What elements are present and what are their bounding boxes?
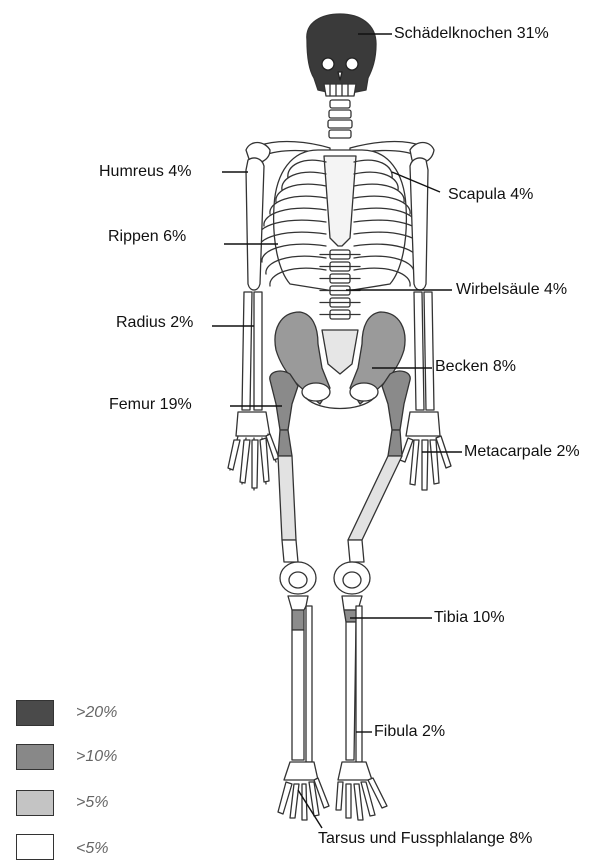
label-becken: Becken 8% bbox=[435, 358, 516, 376]
right-forearm bbox=[414, 292, 434, 410]
left-foot bbox=[278, 762, 329, 820]
right-foot bbox=[336, 762, 387, 820]
legend-swatch-20 bbox=[16, 700, 54, 726]
legend-swatch-5 bbox=[16, 790, 54, 816]
label-scapula: Scapula 4% bbox=[448, 186, 533, 204]
legend-text-10: >10% bbox=[76, 748, 117, 766]
left-hand bbox=[228, 412, 279, 490]
label-wirbelsaeule: Wirbelsäule 4% bbox=[456, 281, 567, 299]
legend-text-lt5: <5% bbox=[76, 840, 108, 858]
knee-caps bbox=[280, 562, 370, 594]
label-femur: Femur 19% bbox=[109, 396, 192, 414]
label-metacarpale: Metacarpale 2% bbox=[464, 443, 580, 461]
left-lower-leg bbox=[288, 596, 312, 762]
legend-swatch-10 bbox=[16, 744, 54, 770]
label-fibula: Fibula 2% bbox=[374, 723, 445, 741]
legend-swatch-lt5 bbox=[16, 834, 54, 860]
label-radius: Radius 2% bbox=[116, 314, 193, 332]
legend-text-20: >20% bbox=[76, 704, 117, 722]
left-humerus bbox=[246, 158, 264, 290]
right-humerus bbox=[410, 158, 428, 290]
right-hand bbox=[400, 412, 451, 490]
cervical-spine bbox=[328, 100, 352, 138]
label-tibia: Tibia 10% bbox=[434, 609, 505, 627]
label-schaedelknochen: Schädelknochen 31% bbox=[394, 25, 549, 43]
legend-text-5: >5% bbox=[76, 794, 108, 812]
skull-bone bbox=[307, 14, 376, 96]
label-rippen: Rippen 6% bbox=[108, 228, 186, 246]
label-tarsus: Tarsus und Fussphlalange 8% bbox=[318, 830, 532, 848]
right-lower-leg bbox=[342, 596, 362, 762]
left-forearm bbox=[242, 292, 262, 410]
label-humerus: Humreus 4% bbox=[99, 163, 191, 181]
left-femur bbox=[270, 371, 298, 562]
